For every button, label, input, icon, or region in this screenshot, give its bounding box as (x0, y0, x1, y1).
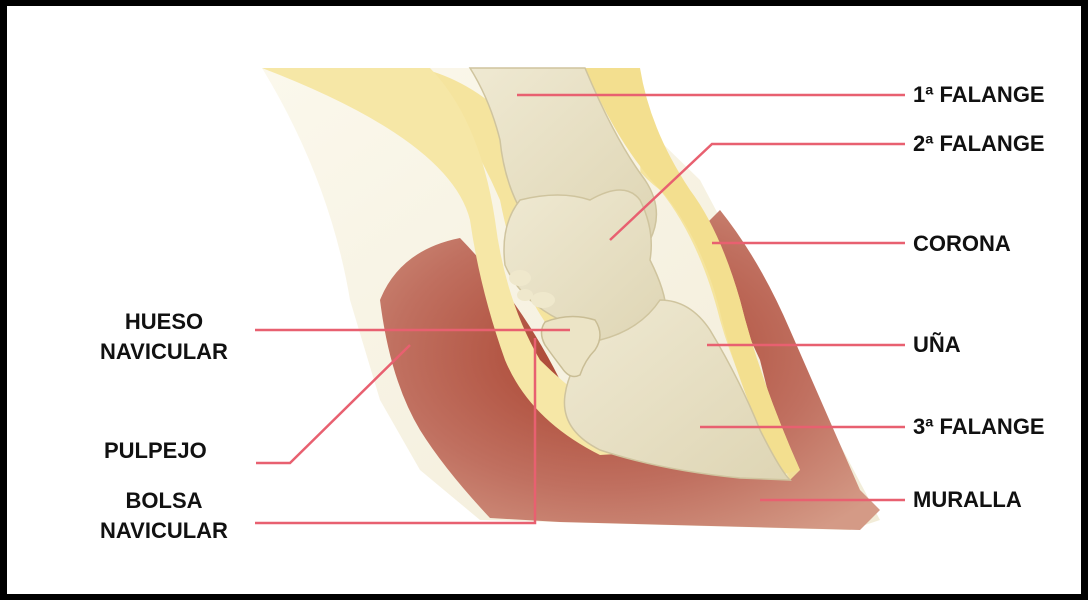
label-hueso-line2: NAVICULAR (74, 337, 254, 367)
label-second-phalanx: 2ª FALANGE (913, 129, 1045, 159)
label-bolsa-line2: NAVICULAR (74, 516, 254, 546)
label-muralla: MURALLA (913, 485, 1022, 515)
label-third-phalanx: 3ª FALANGE (913, 412, 1045, 442)
label-hueso-navicular: HUESO NAVICULAR (74, 307, 254, 367)
label-first-phalanx: 1ª FALANGE (913, 80, 1045, 110)
label-bolsa-navicular: BOLSA NAVICULAR (74, 486, 254, 546)
label-una: UÑA (913, 330, 961, 360)
label-bolsa-line1: BOLSA (74, 486, 254, 516)
label-hueso-line1: HUESO (74, 307, 254, 337)
label-corona: CORONA (913, 229, 1011, 259)
small-bone-fragment (509, 270, 531, 286)
label-pulpejo: PULPEJO (104, 436, 207, 466)
small-bone-fragment (517, 289, 533, 301)
small-bone-fragment (531, 292, 555, 308)
